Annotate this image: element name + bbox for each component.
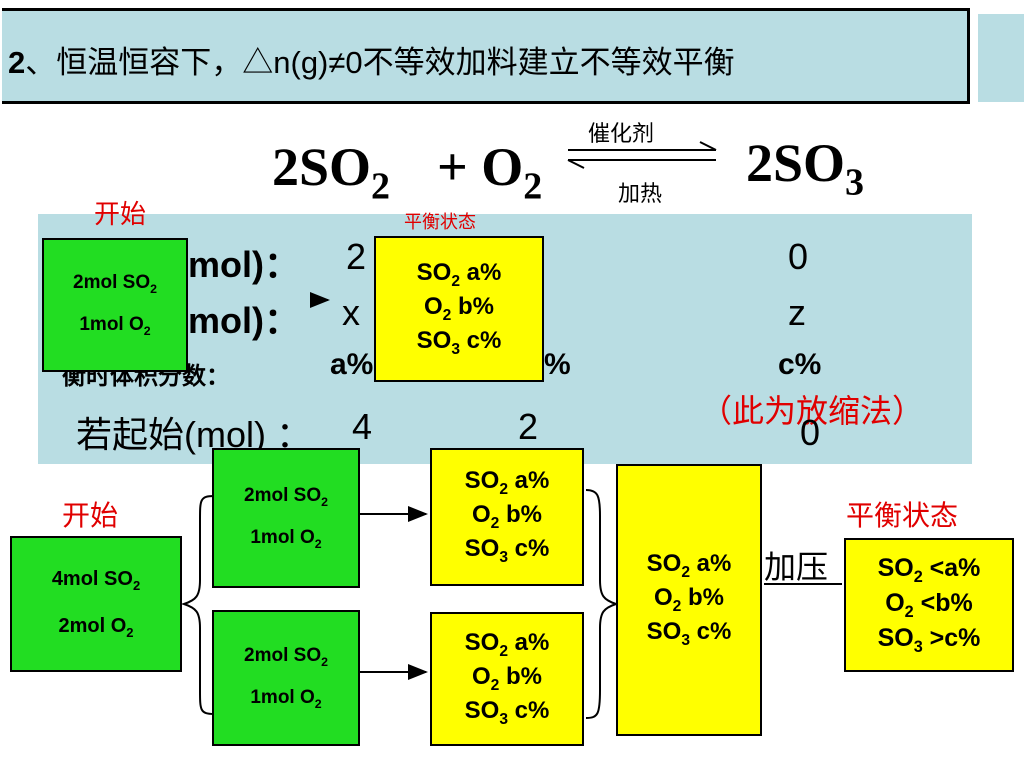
title-text: 、恒温恒容下，△n(g)≠0不等效加料建立不等效平衡 bbox=[25, 45, 735, 80]
final-so3: SO3 >c% bbox=[877, 623, 981, 656]
split-eq-upper-o2: O2 b% bbox=[471, 501, 543, 532]
row3-so2: a% bbox=[330, 348, 374, 381]
eq-o2: O2 b% bbox=[423, 293, 495, 324]
row4-so2: 4 bbox=[352, 406, 373, 447]
split-eq-upper-so3: SO3 c% bbox=[464, 534, 550, 566]
split-eq-lower-o2: O2 b% bbox=[471, 663, 543, 694]
full-o2: 2mol O2 bbox=[58, 615, 134, 640]
split-upper-so2: 2mol SO2 bbox=[244, 485, 328, 509]
page-title: 2、恒温恒容下，△n(g)≠0不等效加料建立不等效平衡 bbox=[8, 37, 735, 82]
split-lower-o2: 1mol O2 bbox=[250, 687, 322, 711]
eq-so3: SO3 c% bbox=[416, 326, 502, 358]
row2-so2: x bbox=[342, 292, 360, 333]
combined-so2: SO2 a% bbox=[646, 550, 732, 582]
split-lower-so2: 2mol SO2 bbox=[244, 645, 328, 669]
magnify-note: （此为放缩法） bbox=[700, 393, 925, 429]
pressurize-label: 加压 bbox=[764, 549, 829, 585]
split-eq-box-lower: SO2 a% O2 b% SO3 c% bbox=[430, 612, 584, 746]
start-box-top: 2mol SO2 1mol O2 bbox=[42, 238, 188, 372]
row2-label: mol)： bbox=[188, 300, 300, 341]
row1-label: mol)： bbox=[188, 244, 300, 285]
split-eq-lower-so2: SO2 a% bbox=[464, 629, 550, 661]
combined-o2: O2 b% bbox=[653, 584, 725, 615]
row4-so3: 0 bbox=[800, 412, 821, 453]
title-banner-shadow bbox=[978, 14, 1024, 102]
start-box-so2: 2mol SO2 bbox=[73, 272, 157, 296]
equilibrium-label-top: 平衡状态 bbox=[404, 212, 476, 232]
reactant-so2: 2SO2 bbox=[272, 137, 391, 208]
row1-so3: 0 bbox=[788, 236, 809, 277]
start-box-o2: 1mol O2 bbox=[79, 314, 151, 338]
title-banner: 2、恒温恒容下，△n(g)≠0不等效加料建立不等效平衡 bbox=[2, 8, 970, 104]
final-eq-box: SO2 <a% O2 <b% SO3 >c% bbox=[844, 538, 1014, 672]
equilibrium-box-top: SO2 a% O2 b% SO3 c% bbox=[374, 236, 544, 382]
row1-so2: 2 bbox=[346, 236, 367, 277]
split-upper-o2: 1mol O2 bbox=[250, 527, 322, 551]
catalyst-label: 催化剂 bbox=[588, 122, 655, 147]
start-label-top: 开始 bbox=[94, 199, 147, 229]
combined-so3: SO3 c% bbox=[646, 617, 732, 649]
title-number: 2 bbox=[8, 45, 26, 80]
final-so2: SO2 <a% bbox=[877, 553, 981, 586]
product-so3: 2SO3 bbox=[746, 133, 865, 204]
split-box-lower: 2mol SO2 1mol O2 bbox=[212, 610, 360, 746]
start-box-full: 4mol SO2 2mol O2 bbox=[10, 536, 182, 672]
full-so2: 4mol SO2 bbox=[51, 568, 141, 593]
start-label-bottom: 开始 bbox=[62, 500, 119, 531]
split-eq-box-upper: SO2 a% O2 b% SO3 c% bbox=[430, 448, 584, 586]
split-eq-upper-so2: SO2 a% bbox=[464, 467, 550, 499]
reactant-o2: + O2 bbox=[437, 137, 543, 208]
row3-so3: c% bbox=[778, 348, 822, 381]
split-box-upper: 2mol SO2 1mol O2 bbox=[212, 448, 360, 588]
row2-so3: z bbox=[788, 292, 806, 333]
split-eq-lower-so3: SO3 c% bbox=[464, 696, 550, 728]
row3-o2: % bbox=[544, 348, 571, 381]
heat-label: 加热 bbox=[618, 182, 663, 207]
left-brace bbox=[180, 495, 215, 715]
combined-eq-box: SO2 a% O2 b% SO3 c% bbox=[616, 464, 762, 736]
row4-o2: 2 bbox=[518, 406, 539, 447]
eq-so2: SO2 a% bbox=[416, 259, 502, 291]
equilibrium-label-bottom: 平衡状态 bbox=[846, 500, 959, 531]
final-o2: O2 <b% bbox=[885, 588, 973, 621]
